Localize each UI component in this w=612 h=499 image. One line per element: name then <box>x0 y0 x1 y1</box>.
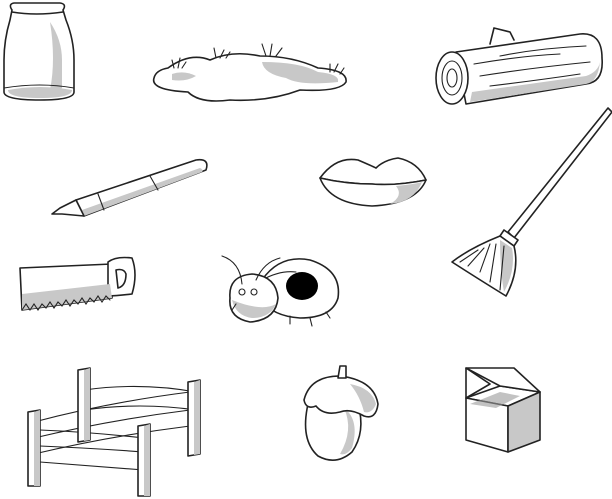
puddle-icon <box>152 43 347 102</box>
box-icon <box>465 367 541 453</box>
log-icon <box>435 27 603 105</box>
lips-icon <box>319 157 427 207</box>
broom-icon <box>451 107 612 297</box>
acorn-icon <box>303 365 379 461</box>
saw-icon <box>19 256 136 311</box>
jar-icon <box>3 2 75 101</box>
ladybug-icon <box>221 255 340 327</box>
pen-icon <box>51 158 208 217</box>
fence-icon <box>27 367 201 497</box>
